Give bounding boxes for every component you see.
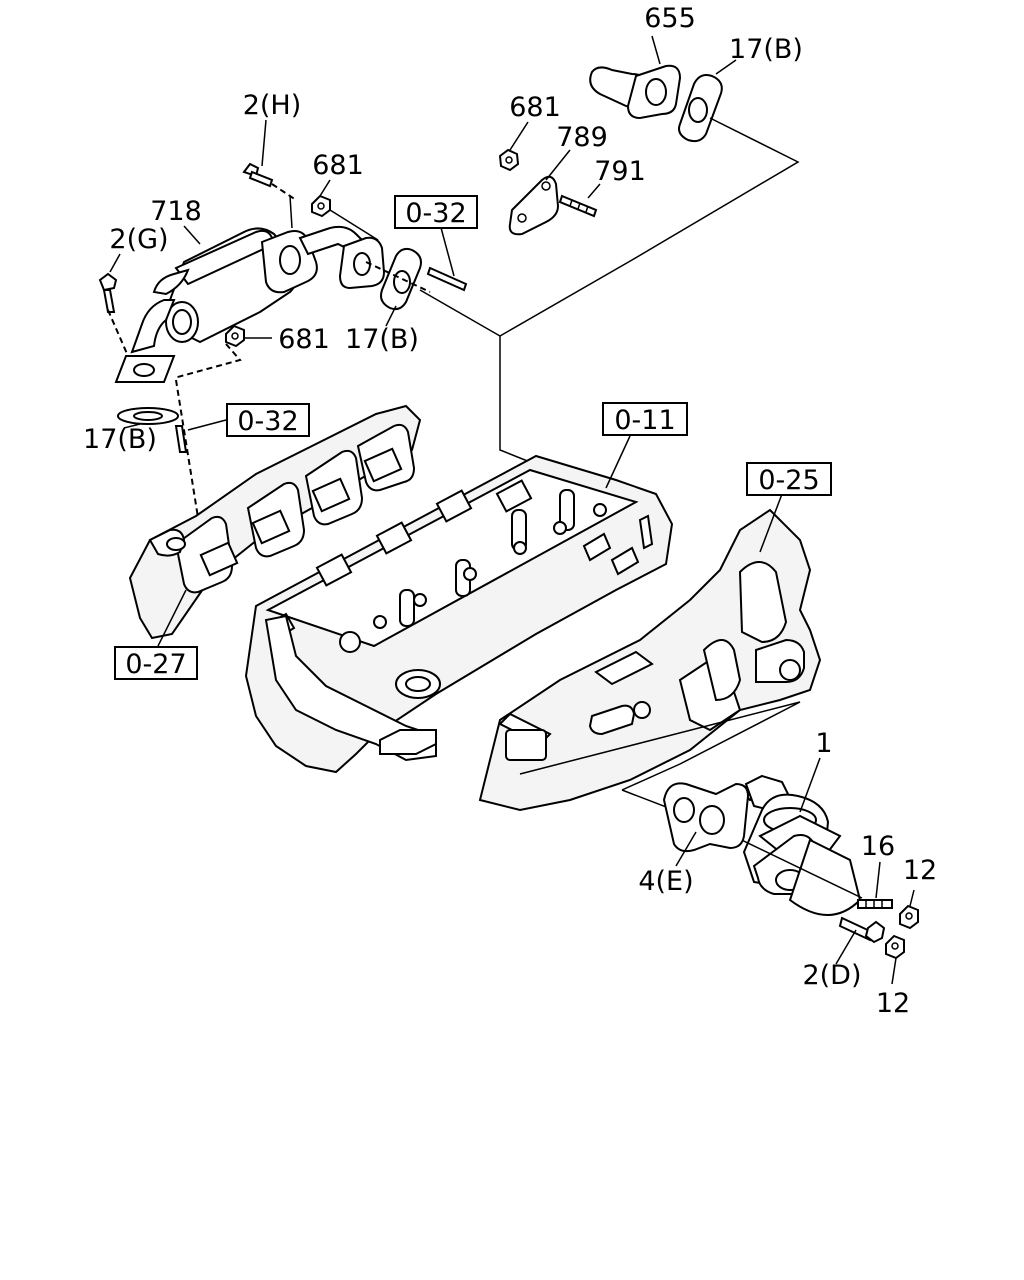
part-17b-gasket-mid[interactable] <box>380 247 422 311</box>
leader-17b-top <box>715 59 737 75</box>
ref-box-025[interactable]: 0-25 <box>746 462 832 496</box>
part-791-stud[interactable] <box>558 194 598 218</box>
label-17b-left: 17(B) <box>83 424 157 455</box>
leader-2g <box>109 253 121 273</box>
bracket-line-top <box>499 117 800 337</box>
leader-17b-mid <box>385 305 397 327</box>
leader-718 <box>183 225 201 245</box>
part-681-nut-c[interactable] <box>225 324 245 348</box>
label-2d: 2(D) <box>802 960 861 991</box>
axis-stud-lower <box>175 379 201 531</box>
ref-box-027[interactable]: 0-27 <box>114 646 198 680</box>
part-2d-bolt[interactable] <box>838 916 886 944</box>
label-17b-mid: 17(B) <box>345 324 419 355</box>
exhaust-manifold[interactable] <box>128 404 422 640</box>
label-2h: 2(H) <box>243 90 302 121</box>
leader-032-b <box>187 419 227 431</box>
leader-1 <box>799 757 821 813</box>
leader-655 <box>651 35 661 65</box>
bracket-line-intake <box>519 701 801 791</box>
part-12-nut-a[interactable] <box>899 904 919 930</box>
label-718: 718 <box>150 196 202 227</box>
leader-2d <box>835 929 857 965</box>
intake-manifold[interactable] <box>478 508 822 812</box>
label-681-b: 681 <box>312 150 364 181</box>
axis-681-b <box>329 209 379 241</box>
leader-2h <box>261 119 267 167</box>
leader-2h-b <box>289 195 293 229</box>
label-655: 655 <box>644 3 696 34</box>
leader-16 <box>875 861 881 899</box>
label-4e: 4(E) <box>638 866 693 897</box>
leader-032-a <box>439 223 455 277</box>
part-2g-bolt[interactable] <box>98 272 118 313</box>
part-718-egr-cooler[interactable] <box>114 225 386 383</box>
part-17b-gasket-top[interactable] <box>678 74 723 143</box>
label-12-b: 12 <box>876 988 910 1019</box>
axis-2g <box>107 309 129 357</box>
ref-032-a-text: 0-32 <box>405 198 466 229</box>
ref-032-b-text: 0-32 <box>237 406 298 437</box>
label-12-a: 12 <box>903 855 937 886</box>
ref-box-011[interactable]: 0-11 <box>602 402 688 436</box>
part-17b-gasket-left[interactable] <box>117 407 179 425</box>
label-2g: 2(G) <box>109 224 168 255</box>
part-789-cover-plate[interactable] <box>508 175 560 236</box>
ref-box-032-b[interactable]: 0-32 <box>226 403 310 437</box>
part-681-nut-b[interactable] <box>311 194 331 218</box>
part-stud-lower[interactable] <box>174 425 188 453</box>
leader-17b-left <box>123 423 141 429</box>
ref-box-032-a[interactable]: 0-32 <box>394 195 478 229</box>
part-1-egr-valve[interactable] <box>738 774 862 916</box>
part-655-elbow-pipe[interactable] <box>589 64 682 120</box>
ref-027-text: 0-27 <box>125 649 186 680</box>
leader-12-a <box>909 889 915 907</box>
axis-2h <box>271 183 297 201</box>
label-1: 1 <box>815 728 832 759</box>
part-12-nut-b[interactable] <box>885 934 905 960</box>
leader-791 <box>587 183 601 199</box>
label-17b-top: 17(B) <box>729 34 803 65</box>
part-4e-gasket[interactable] <box>662 782 750 853</box>
leader-681-a <box>509 121 529 151</box>
label-16: 16 <box>861 831 895 862</box>
cylinder-head[interactable] <box>244 454 674 774</box>
leader-12-b <box>891 957 897 985</box>
ref-011-text: 0-11 <box>614 405 675 436</box>
part-681-nut-a[interactable] <box>498 148 520 172</box>
leader-4e <box>675 831 697 867</box>
leader-789 <box>545 149 571 181</box>
part-2h-bolt[interactable] <box>242 162 274 188</box>
label-681-c: 681 <box>278 324 330 355</box>
leader-027 <box>157 589 187 647</box>
axis-17b-mid <box>365 261 431 293</box>
ref-025-text: 0-25 <box>758 465 819 496</box>
leader-025 <box>759 493 783 553</box>
bracket-line-mid <box>419 289 531 463</box>
label-681-a: 681 <box>509 92 561 123</box>
part-stud-upper[interactable] <box>426 266 468 292</box>
leader-011 <box>605 435 631 489</box>
leader-681-b <box>319 179 331 197</box>
axis-681-c <box>173 343 242 379</box>
label-789: 789 <box>556 122 608 153</box>
label-791: 791 <box>594 156 646 187</box>
part-16-stud[interactable] <box>857 899 893 909</box>
